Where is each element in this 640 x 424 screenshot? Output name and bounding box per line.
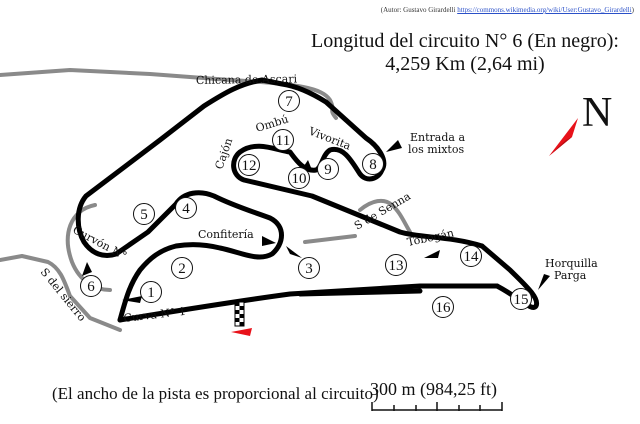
north-indicator: N — [549, 90, 612, 156]
corner-circle-13 — [385, 254, 407, 276]
corner-circle-10 — [288, 167, 310, 189]
pit-lane — [297, 288, 423, 297]
corner-number-13: 13 — [389, 258, 404, 274]
pointer-1-icon — [122, 296, 142, 303]
corner-number-1: 1 — [147, 285, 155, 301]
grey-track-west — [0, 254, 122, 332]
pointer-6-icon — [82, 262, 92, 276]
corner-number-14: 14 — [464, 249, 480, 265]
corner-circle-12 — [238, 154, 260, 176]
label-horquilla: Horquilla — [545, 257, 598, 270]
pointer-confiteria-icon — [262, 236, 276, 246]
corner-circle-4 — [175, 197, 197, 219]
corner-circle-2 — [171, 257, 193, 279]
label-curvon-8: Curvón N° 8 — [0, 0, 132, 264]
label-chicana-de-ascari: Chicana de Ascari — [196, 72, 298, 87]
corner-number-9: 9 — [324, 162, 332, 178]
label-confiteria: Confitería — [198, 228, 254, 241]
circuit-length-title: Longitud del circuito N° 6 (En negro): 4… — [300, 30, 630, 76]
direction-arrow-icon — [231, 328, 252, 336]
corner-number-7: 7 — [285, 94, 293, 110]
corner-circle-16 — [432, 296, 454, 318]
corner-number-15: 15 — [514, 292, 529, 308]
corner-number-6: 6 — [87, 279, 95, 295]
north-label: N — [582, 90, 612, 136]
corner-circle-8 — [362, 153, 384, 175]
credit-suffix: ) — [631, 6, 634, 14]
corner-circle-6 — [80, 275, 102, 297]
pointer-8-icon — [386, 140, 402, 152]
label-tobogan: Tobogán — [406, 226, 455, 249]
label-parga: Parga — [554, 269, 587, 282]
corner-number-12: 12 — [242, 158, 257, 174]
corner-circle-3 — [298, 257, 320, 279]
north-arrow-icon — [549, 118, 578, 156]
main-circuit — [75, 77, 540, 323]
scale-bar — [371, 402, 503, 411]
label-entrada: Entrada a — [410, 131, 465, 144]
title-line-2: 4,259 Km (2,64 mi) — [385, 53, 545, 75]
pointer-15-icon — [538, 274, 550, 290]
corner-circle-15 — [510, 288, 532, 310]
corner-number-3: 3 — [305, 261, 313, 277]
pit-straight — [117, 283, 500, 323]
start-finish-flag — [231, 301, 252, 336]
label-curva-1: Curva N° 1 — [123, 305, 187, 325]
grey-track-east-link — [358, 198, 412, 234]
corner-circle-11 — [272, 129, 294, 151]
label-mixtos: los mixtos — [408, 143, 464, 156]
footnote: (El ancho de la pista es proporcional al… — [52, 384, 379, 403]
back-section — [75, 77, 485, 323]
corner-number-10: 10 — [292, 171, 307, 187]
credit-prefix: (Autor: Gustavo Girardelli — [380, 6, 456, 14]
corner-circle-5 — [133, 203, 155, 225]
corner-number-16: 16 — [436, 300, 452, 316]
corner-number-8: 8 — [369, 157, 377, 173]
scale-label: 300 m (984,25 ft) — [370, 379, 497, 399]
pointer-13-icon — [424, 250, 440, 258]
corner-circle-14 — [460, 245, 482, 267]
credit-link[interactable]: https://commons.wikimedia.org/wiki/User:… — [457, 6, 632, 14]
corner-circle-9 — [317, 158, 339, 180]
corner-number-11: 11 — [276, 133, 290, 149]
corner-pointers — [82, 140, 550, 303]
corner-circle-1 — [140, 281, 162, 303]
corner-circle-7 — [278, 90, 300, 112]
pointer-3-icon — [286, 246, 302, 258]
corner-number-2: 2 — [178, 261, 186, 277]
author-credit: (Autor: Gustavo Girardelli https://commo… — [381, 6, 634, 14]
grey-track-spur — [303, 234, 357, 244]
corner-number-4: 4 — [182, 201, 190, 217]
corner-number-5: 5 — [140, 207, 148, 223]
title-line-1: Longitud del circuito N° 6 (En negro): — [311, 30, 619, 52]
